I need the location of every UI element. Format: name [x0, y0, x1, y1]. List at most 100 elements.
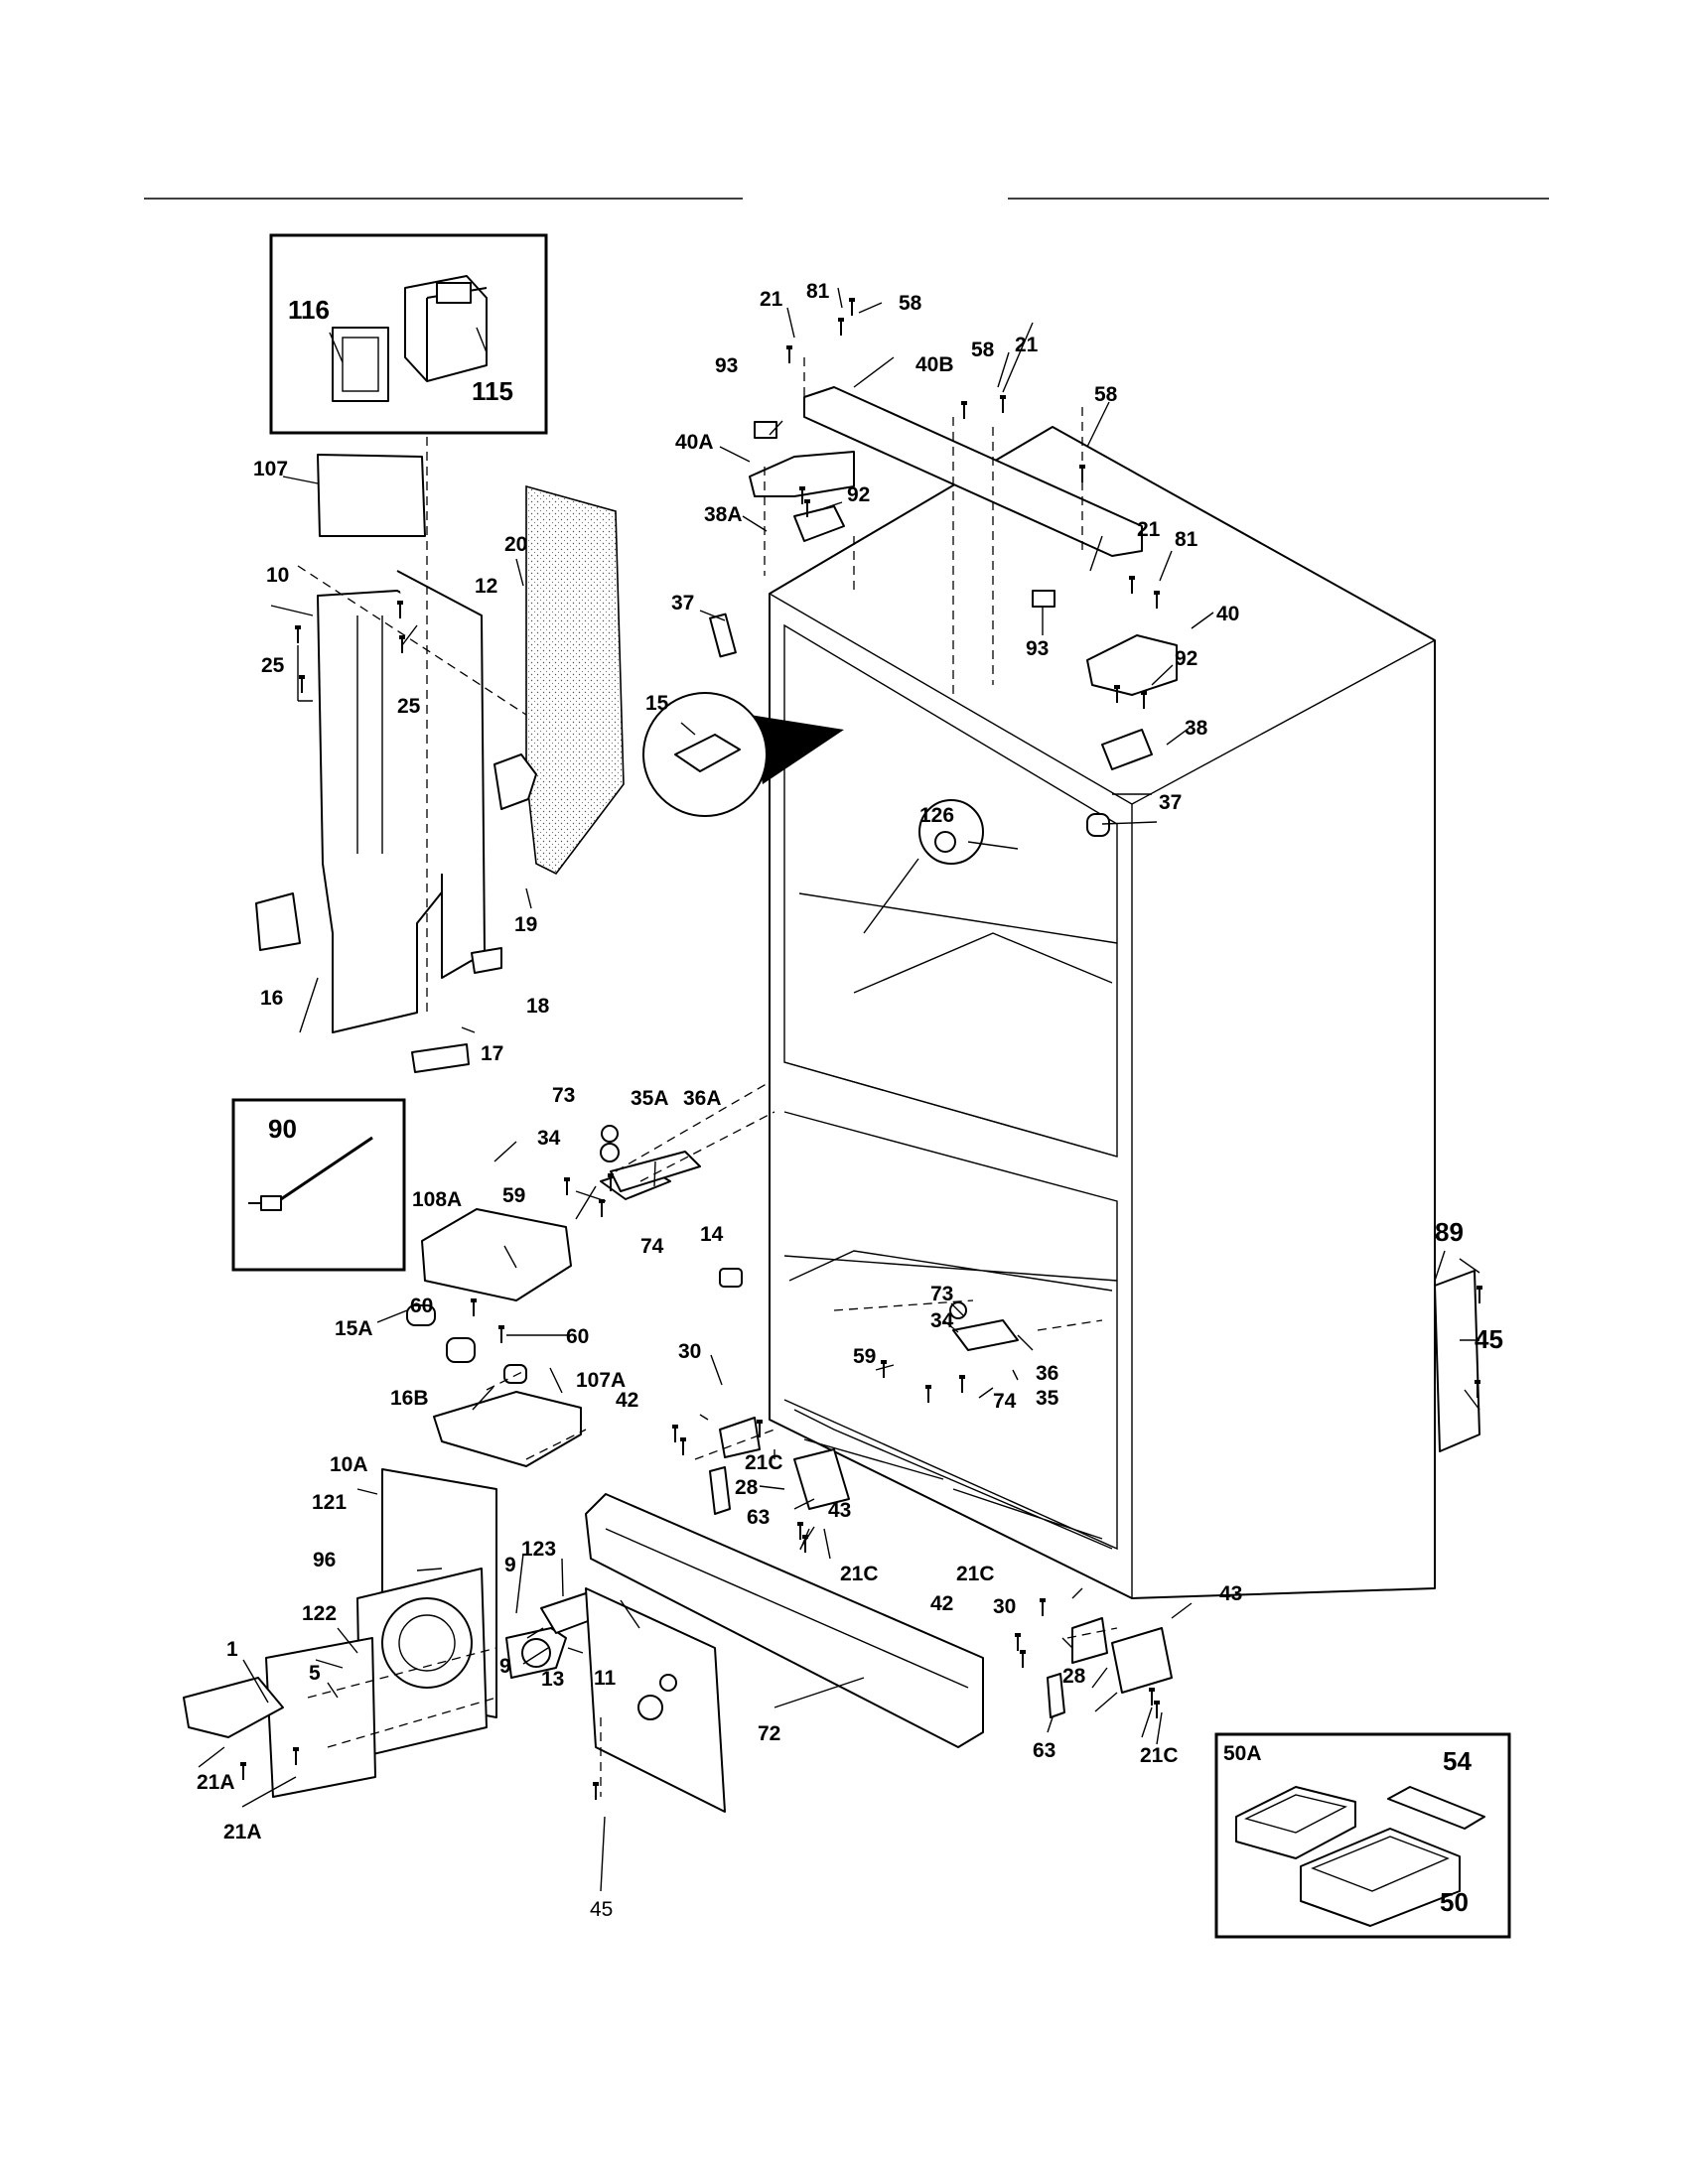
callout-50: 50	[1440, 1887, 1469, 1917]
inset-box-50-54	[1214, 1732, 1511, 1939]
dispenser-duct-assembly	[255, 454, 625, 1073]
callout-93: 93	[715, 354, 738, 377]
callout-92: 92	[847, 483, 870, 506]
callout-21: 21	[1015, 334, 1039, 356]
callout-34: 34	[537, 1127, 561, 1150]
callout-9: 9	[504, 1554, 516, 1576]
detail-126	[863, 799, 1019, 934]
callout-121: 121	[312, 1491, 347, 1514]
callout-40: 40	[1216, 603, 1239, 625]
callout-74: 74	[993, 1390, 1017, 1413]
callout-115: 115	[472, 376, 513, 406]
callout-93: 93	[1026, 637, 1049, 660]
callout-38A: 38A	[704, 503, 743, 526]
callout-59: 59	[502, 1184, 525, 1207]
callout-35: 35	[1036, 1387, 1059, 1410]
callout-37: 37	[671, 592, 694, 614]
callout-30: 30	[678, 1340, 701, 1363]
callout-126: 126	[919, 804, 954, 827]
callout-59: 59	[853, 1345, 876, 1368]
side-panel-89	[1434, 1270, 1480, 1452]
callout-58: 58	[1094, 383, 1118, 406]
alignment-lines	[297, 357, 1118, 1797]
callout-43: 43	[828, 1499, 851, 1522]
callout-108A: 108A	[412, 1188, 462, 1211]
callout-17: 17	[481, 1042, 503, 1065]
leader-lines	[198, 287, 1480, 1892]
callout-21C: 21C	[745, 1451, 783, 1474]
callout-38: 38	[1185, 717, 1208, 740]
callout-15: 15	[645, 692, 669, 715]
ice-bucket-assembly	[406, 1125, 671, 1467]
callout-60: 60	[410, 1295, 433, 1317]
callout-45: 45	[590, 1898, 613, 1921]
callout-37: 37	[1159, 791, 1182, 814]
callout-81: 81	[806, 280, 830, 303]
callout-25: 25	[397, 695, 421, 718]
callout-73: 73	[930, 1283, 953, 1305]
inset-box-90	[231, 1098, 406, 1272]
callout-60: 60	[566, 1325, 589, 1348]
refrigerator-cabinet	[769, 426, 1436, 1599]
callout-72: 72	[758, 1722, 780, 1745]
callout-40B: 40B	[915, 353, 954, 376]
callout-81: 81	[1175, 528, 1198, 551]
callout-35A: 35A	[631, 1087, 669, 1110]
callout-9: 9	[499, 1655, 511, 1678]
callout-18: 18	[526, 995, 550, 1018]
callout-58: 58	[899, 292, 922, 315]
callout-21A: 21A	[197, 1771, 235, 1794]
callout-96: 96	[313, 1549, 336, 1571]
callout-63: 63	[747, 1506, 770, 1529]
callout-28: 28	[1062, 1665, 1086, 1688]
detail-circle-15	[642, 692, 844, 817]
callout-63: 63	[1033, 1739, 1055, 1762]
callout-13: 13	[541, 1668, 564, 1691]
callout-42: 42	[930, 1592, 953, 1615]
callout-10: 10	[266, 564, 289, 587]
callout-92: 92	[1175, 647, 1197, 670]
callout-15A: 15A	[335, 1317, 373, 1340]
inset-box-115-116	[269, 233, 548, 435]
kickplate-72	[585, 1493, 984, 1748]
callout-25: 25	[261, 654, 285, 677]
callout-90: 90	[268, 1114, 297, 1144]
callout-21A: 21A	[223, 1821, 262, 1843]
callout-58: 58	[971, 339, 995, 361]
callout-5: 5	[309, 1662, 321, 1685]
callout-50A: 50A	[1223, 1742, 1262, 1765]
callout-21C: 21C	[956, 1563, 995, 1585]
callout-74: 74	[640, 1235, 664, 1258]
callout-20: 20	[504, 533, 527, 556]
callout-116: 116	[288, 295, 330, 325]
callout-16B: 16B	[390, 1387, 429, 1410]
callout-28: 28	[735, 1476, 759, 1499]
callout-21C: 21C	[1140, 1744, 1179, 1767]
callout-107: 107	[253, 458, 288, 480]
callout-34: 34	[930, 1309, 954, 1332]
callout-43: 43	[1219, 1582, 1242, 1605]
callout-107A: 107A	[576, 1369, 626, 1392]
callout-123: 123	[521, 1538, 556, 1561]
callout-30: 30	[993, 1595, 1016, 1618]
callout-45: 45	[1475, 1324, 1503, 1354]
callout-12: 12	[475, 575, 497, 598]
part-labels: 116 115 107 20 10 12 25 25 19 16 18 17 9…	[197, 280, 1503, 1921]
callout-14: 14	[700, 1223, 724, 1246]
callout-19: 19	[514, 913, 537, 936]
callout-54: 54	[1443, 1746, 1472, 1776]
callout-16: 16	[260, 987, 283, 1010]
callout-73: 73	[552, 1084, 575, 1107]
callout-89: 89	[1435, 1217, 1464, 1247]
bottom-hinges	[709, 1417, 1173, 1718]
callout-21: 21	[760, 288, 783, 311]
callout-40A: 40A	[675, 431, 714, 454]
callout-36A: 36A	[683, 1087, 722, 1110]
callout-21C: 21C	[840, 1563, 879, 1585]
callout-36: 36	[1036, 1362, 1058, 1385]
callout-42: 42	[616, 1389, 638, 1412]
callout-11: 11	[594, 1667, 617, 1690]
callout-10A: 10A	[330, 1453, 368, 1476]
top-hinge-assembly	[709, 386, 1178, 837]
